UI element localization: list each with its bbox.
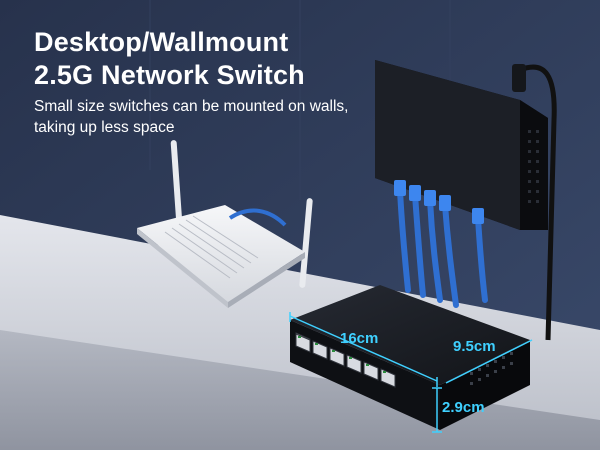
- dimension-lines: [289, 312, 533, 433]
- power-cable: [519, 64, 557, 341]
- width-dimension-label: 9.5cm: [453, 338, 496, 355]
- desktop-switch: [290, 285, 530, 430]
- caption-line-1: Small size switches can be mounted on wa…: [34, 98, 349, 115]
- height-dimension-label: 2.9cm: [442, 399, 485, 416]
- headline-line-2: 2.5G Network Switch: [34, 60, 305, 90]
- headline: Desktop/Wallmount 2.5G Network Switch: [34, 26, 305, 92]
- caption: Small size switches can be mounted on wa…: [34, 96, 348, 138]
- caption-line-2: taking up less space: [34, 119, 175, 136]
- length-dimension-label: 16cm: [340, 330, 379, 347]
- wall-switch-cables: [397, 187, 488, 308]
- length-dimension-line: [289, 315, 438, 382]
- headline-line-1: Desktop/Wallmount: [34, 27, 289, 57]
- width-dimension-line: [445, 339, 533, 384]
- wall-switch-plugs: [394, 180, 484, 224]
- wifi-router: [137, 140, 313, 308]
